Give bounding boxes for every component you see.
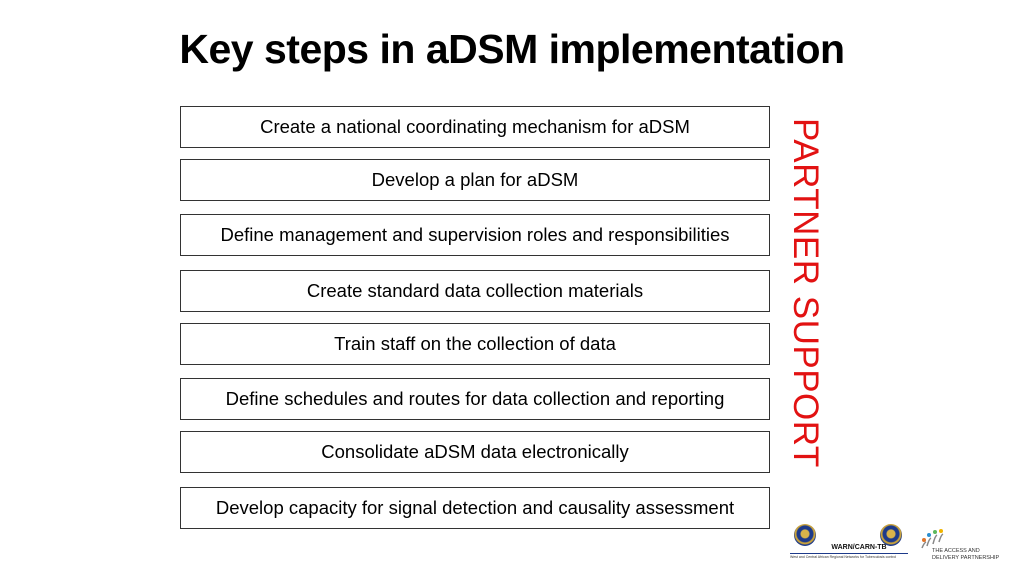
step-box-6: Define schedules and routes for data col…	[180, 378, 770, 420]
step-box-1: Create a national coordinating mechanism…	[180, 106, 770, 148]
adp-figures-icon	[921, 529, 944, 549]
footer-logos: WARN/CARN-TB West and Central African Re…	[790, 522, 1024, 572]
warn-carn-title: WARN/CARN-TB	[831, 544, 887, 551]
adp-text: THE ACCESS AND DELIVERY PARTNERSHIP	[932, 548, 1022, 562]
divider	[790, 553, 908, 554]
adp-line1: THE ACCESS AND	[932, 548, 980, 554]
step-box-3: Define management and supervision roles …	[180, 214, 770, 256]
slide-title: Key steps in aDSM implementation	[179, 26, 845, 72]
partner-support-label: PARTNER SUPPORT	[786, 118, 825, 468]
step-box-4: Create standard data collection material…	[180, 270, 770, 312]
seal-icon	[794, 524, 816, 546]
seal-icon	[880, 524, 902, 546]
adp-line2: DELIVERY PARTNERSHIP	[932, 555, 1000, 561]
step-box-7: Consolidate aDSM data electronically	[180, 431, 770, 473]
step-box-2: Develop a plan for aDSM	[180, 159, 770, 201]
step-box-5: Train staff on the collection of data	[180, 323, 770, 365]
step-box-8: Develop capacity for signal detection an…	[180, 487, 770, 529]
warn-carn-subtitle: West and Central African Regional Networ…	[790, 555, 897, 559]
